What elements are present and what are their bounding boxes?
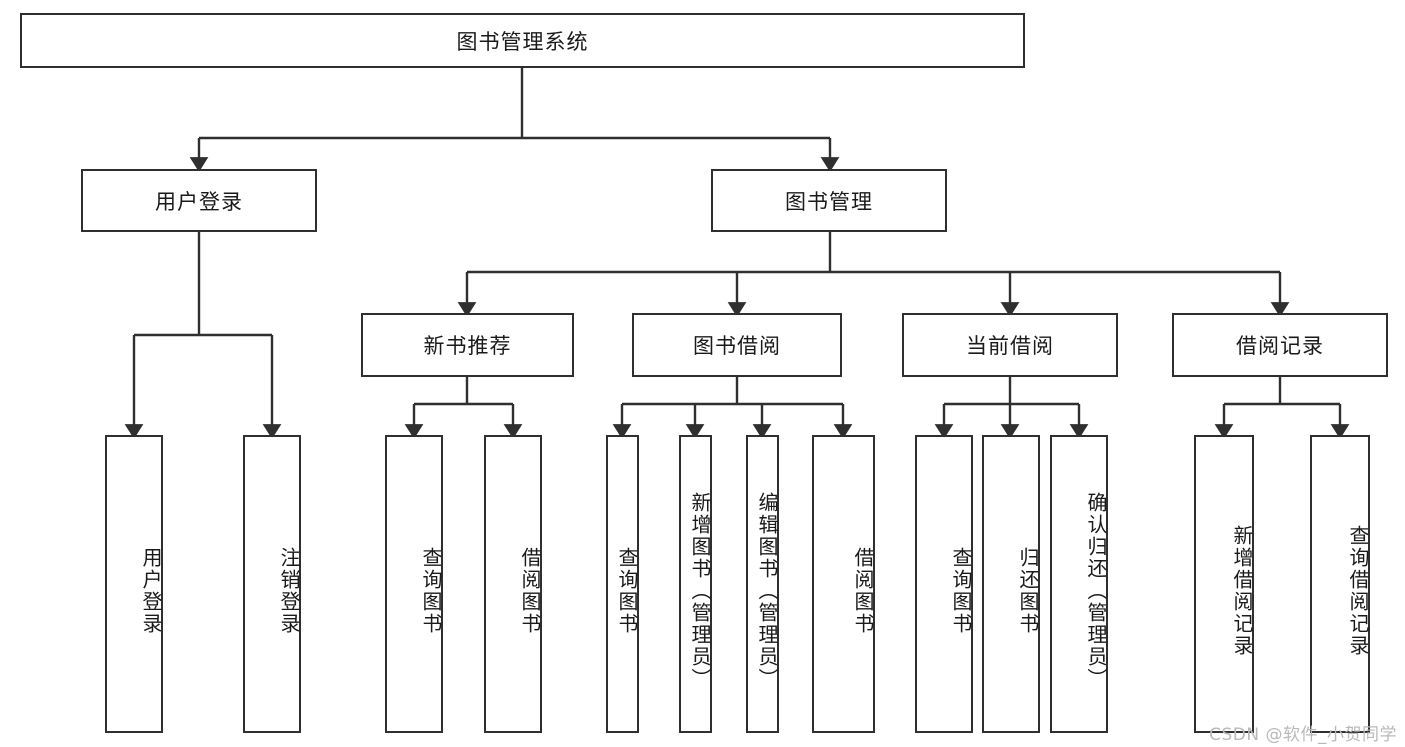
node-label: 借阅图书 xyxy=(851,547,875,635)
node-label: 借阅记录 xyxy=(1236,334,1324,358)
node-label: 新增图书（管理员） xyxy=(688,492,712,690)
node-label: 查询图书 xyxy=(615,547,639,635)
node-label: 归还图书 xyxy=(1016,547,1040,635)
leaf-record-query-record[interactable]: 查询借阅记录 xyxy=(1310,435,1370,733)
leaf-current-query-book[interactable]: 查询图书 xyxy=(915,435,973,733)
leaf-borrow-edit-book-admin[interactable]: 编辑图书（管理员） xyxy=(746,435,779,733)
node-label: 确认归还（管理员） xyxy=(1084,492,1108,690)
leaf-record-add-record[interactable]: 新增借阅记录 xyxy=(1194,435,1254,733)
node-label: 新书推荐 xyxy=(423,334,512,358)
leaf-borrow-query-book[interactable]: 查询图书 xyxy=(606,435,639,733)
node-label: 查询图书 xyxy=(419,547,443,635)
leaf-current-return-book[interactable]: 归还图书 xyxy=(982,435,1040,733)
leaf-user-login-login[interactable]: 用户登录 xyxy=(105,435,163,733)
node-label: 用户登录 xyxy=(139,547,163,635)
node-borrow-record[interactable]: 借阅记录 xyxy=(1172,313,1388,377)
node-label: 用户登录 xyxy=(155,189,243,214)
node-label: 编辑图书（管理员） xyxy=(755,492,779,690)
node-current-borrow[interactable]: 当前借阅 xyxy=(902,313,1118,377)
leaf-borrow-borrow-book[interactable]: 借阅图书 xyxy=(812,435,875,733)
node-user-login[interactable]: 用户登录 xyxy=(81,169,317,232)
node-new-book-recommend[interactable]: 新书推荐 xyxy=(361,313,574,377)
leaf-user-login-logout[interactable]: 注销登录 xyxy=(243,435,301,733)
node-book-borrow[interactable]: 图书借阅 xyxy=(632,313,842,377)
node-label: 新增借阅记录 xyxy=(1230,525,1254,657)
leaf-recommend-borrow-book[interactable]: 借阅图书 xyxy=(484,435,542,733)
leaf-recommend-query-book[interactable]: 查询图书 xyxy=(385,435,443,733)
node-label: 当前借阅 xyxy=(966,334,1054,358)
node-label: 借阅图书 xyxy=(518,547,542,635)
node-label: 注销登录 xyxy=(277,547,301,635)
node-label: 查询图书 xyxy=(949,547,973,635)
leaf-current-confirm-return-admin[interactable]: 确认归还（管理员） xyxy=(1050,435,1108,733)
node-root-system[interactable]: 图书管理系统 xyxy=(20,13,1025,68)
node-book-management[interactable]: 图书管理 xyxy=(711,169,947,232)
node-label: 图书管理系统 xyxy=(456,29,589,54)
node-label: 图书管理 xyxy=(785,189,873,214)
node-label: 图书借阅 xyxy=(693,334,781,358)
csdn-watermark: CSDN @软件_小贺同学 xyxy=(1209,725,1397,745)
node-label: 查询借阅记录 xyxy=(1346,525,1370,657)
leaf-borrow-add-book-admin[interactable]: 新增图书（管理员） xyxy=(679,435,712,733)
